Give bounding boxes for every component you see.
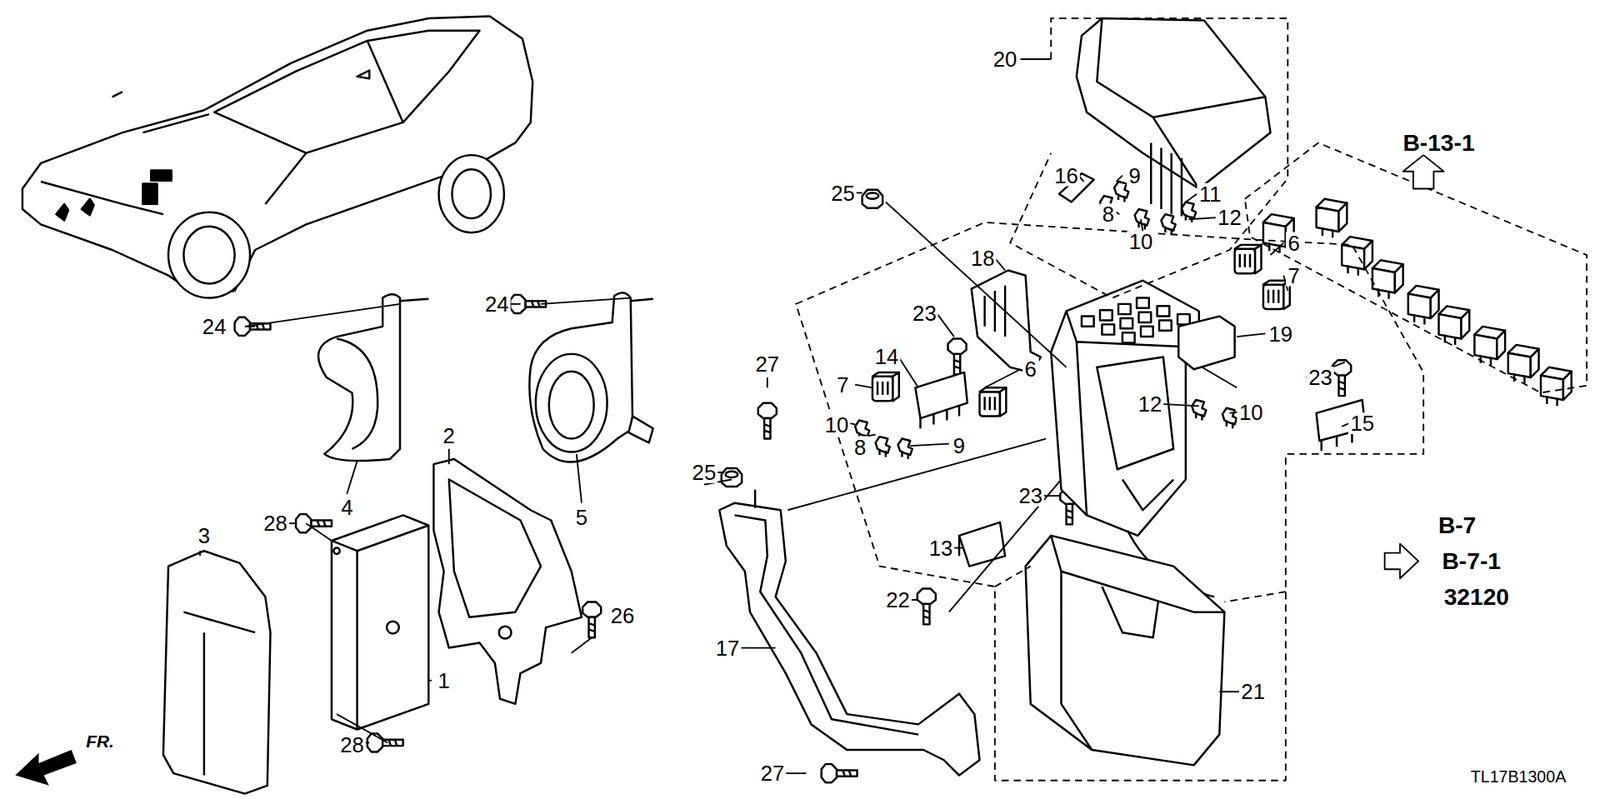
reference-code: B-13-1 <box>1400 130 1477 155</box>
callout-number: 7 <box>1285 265 1302 287</box>
callout-number: 20 <box>990 48 1020 70</box>
callout-number: 23 <box>910 302 940 325</box>
callout-number: 25 <box>829 182 858 205</box>
callout-number: 5 <box>573 506 590 529</box>
callout-number: 4 <box>339 496 355 519</box>
drawing-number: TL17B1300A <box>1468 769 1568 786</box>
callout-number: 28 <box>338 734 367 756</box>
callout-number: 7 <box>835 374 851 396</box>
callout-number: 6 <box>1285 232 1302 255</box>
callout-number: 15 <box>1348 412 1377 435</box>
callout-number: 12 <box>1135 393 1165 415</box>
callout-number: 14 <box>872 345 901 367</box>
callout-number: 11 <box>1196 183 1224 205</box>
reference-code: B-7 <box>1435 514 1478 538</box>
callout-number: 13 <box>926 537 955 560</box>
callout-number: 2 <box>440 425 457 447</box>
callout-number: 1 <box>435 670 452 692</box>
callout-number: 25 <box>690 461 719 484</box>
callout-number: 24 <box>483 293 512 315</box>
front-marker: FR. <box>84 733 116 751</box>
callout-number: 22 <box>884 589 913 611</box>
callout-number: 10 <box>822 414 851 436</box>
callout-number: 27 <box>753 353 782 375</box>
reference-code: B-7-1 <box>1440 549 1503 573</box>
callout-number: 16 <box>1052 165 1081 187</box>
callout-number: 6 <box>1022 358 1039 380</box>
reference-code: 32120 <box>1441 585 1511 609</box>
callout-number: 10 <box>1236 401 1265 424</box>
callout-number: 21 <box>1239 680 1268 703</box>
callout-number: 18 <box>968 247 997 270</box>
callout-number: 9 <box>950 435 967 457</box>
callout-number: 17 <box>713 637 742 660</box>
callout-number: 9 <box>1126 165 1143 187</box>
callout-number: 28 <box>261 512 290 535</box>
callout-number: 26 <box>608 605 637 627</box>
callout-number: 12 <box>1215 206 1245 229</box>
callout-number: 10 <box>1126 230 1155 253</box>
callout-number: 19 <box>1266 323 1295 345</box>
callout-number: 3 <box>195 525 212 547</box>
callout-number: 8 <box>1100 203 1116 225</box>
callout-number: 27 <box>758 762 787 785</box>
callout-number: 23 <box>1016 485 1045 507</box>
callout-number: 23 <box>1306 366 1335 389</box>
callout-number: 24 <box>200 315 229 338</box>
callout-number: 8 <box>852 435 869 458</box>
